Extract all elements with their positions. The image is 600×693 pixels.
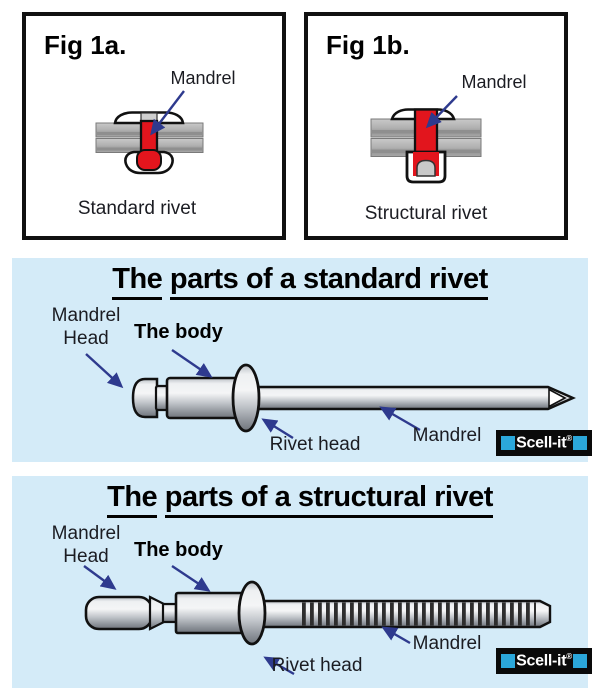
mandrel-head-shape [84, 595, 154, 631]
figure-1b-art: Fig 1b. Mandrel Structural rivet [326, 30, 527, 224]
logo-square-right [572, 654, 587, 668]
structural-rivet-art [83, 565, 552, 676]
label-body: The body [134, 321, 223, 343]
label-rivet-head: Rivet head [269, 434, 361, 455]
label-body: The body [134, 539, 223, 561]
registered-mark: ® [566, 433, 572, 443]
logo-square-right [572, 436, 587, 450]
title-lead: The [112, 263, 163, 300]
logo-square-left [501, 436, 515, 450]
label-mandrel-head: Mandrel Head [51, 305, 121, 349]
mandrel-head-arrow [85, 353, 124, 389]
label-mandrel-head: Mandrel Head [51, 523, 121, 567]
mandrel-tip-notch-shape [548, 388, 567, 408]
mandrel-callout: Mandrel [461, 72, 526, 92]
mandrel-arrow [425, 95, 458, 129]
panel-standard-rivet: The parts of a standard rivet Mandrel He… [12, 258, 592, 462]
mandrel-callout: Mandrel [170, 68, 235, 88]
figure-1a: Fig 1a. Mandrel Standard rivet [22, 12, 286, 240]
title-rest: parts of a structural rivet [164, 481, 493, 518]
rivet-head-shape [237, 580, 267, 646]
logo-scellit: Scell-it® [496, 648, 592, 674]
mandrel-arrow [379, 406, 421, 432]
standard-rivet-art [85, 349, 576, 440]
rivet-body-shape [174, 591, 249, 635]
rivet-head-arrow [263, 656, 295, 676]
registered-mark: ® [566, 651, 572, 661]
mandrel-serration-shape [300, 602, 536, 626]
mandrel-head-arrow [83, 565, 117, 590]
mandrel-arrow [150, 90, 185, 136]
panel-standard-title: The parts of a standard rivet [12, 263, 588, 300]
figure-1a-caption: Standard rivet [78, 198, 197, 219]
logo-text: Scell-it® [516, 433, 572, 452]
logo-square-left [501, 654, 515, 668]
title-lead: The [107, 481, 158, 518]
logo-scellit: Scell-it® [496, 430, 592, 456]
rivet-head-shape [231, 363, 261, 433]
mandrel-head-inside-shape [416, 159, 436, 177]
panel-structural-rivet: The parts of a structural rivet Mandrel … [12, 476, 592, 688]
figure-1b-caption: Structural rivet [365, 203, 488, 224]
body-arrow [171, 349, 213, 378]
panel-structural-title: The parts of a structural rivet [12, 481, 588, 518]
mandrel-arrow [381, 626, 411, 645]
figure-1b: Fig 1b. Mandrel Structural rivet [304, 12, 568, 240]
label-rivet-head: Rivet head [271, 655, 363, 676]
logo-text: Scell-it® [516, 651, 572, 670]
figure-1b-title: Fig 1b. [326, 30, 410, 60]
body-arrow [171, 565, 211, 592]
figure-1a-title: Fig 1a. [44, 30, 126, 60]
rivet-tail-core-shape [136, 149, 162, 171]
label-mandrel: Mandrel [412, 425, 482, 446]
figure-1a-art: Fig 1a. Mandrel Standard rivet [44, 30, 236, 219]
mandrel-taper-shape [148, 595, 166, 631]
label-mandrel: Mandrel [412, 633, 482, 654]
rivet-head-arrow [261, 418, 294, 440]
mandrel-head-shape [131, 377, 159, 419]
mandrel-shaft-shape [250, 385, 576, 411]
rivet-body-shape [165, 376, 243, 420]
title-rest: parts of a standard rivet [169, 263, 488, 300]
